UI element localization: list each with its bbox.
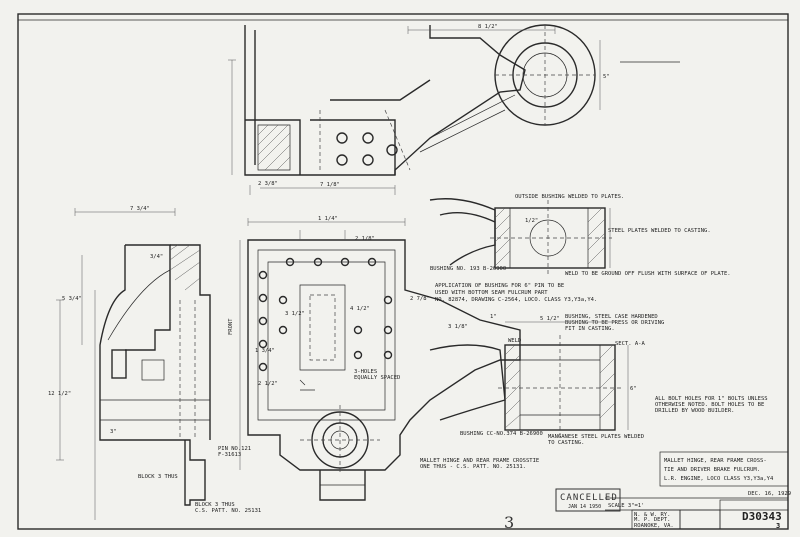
dim-side-lower: 3": [110, 429, 117, 435]
weld-label: WELD: [508, 338, 521, 344]
pin-note-1: PIN NO.121: [218, 446, 251, 452]
top-plan-view: 8 1/2" 7 1/8" 5": [228, 24, 680, 195]
company-line-3: ROANOKE, VA.: [634, 523, 674, 529]
title-line-1: MALLET HINGE, REAR FRAME CROSS-: [664, 458, 767, 464]
holes-note-1: 3-HOLES: [354, 369, 377, 375]
lower-section-view: WELD BUSHING, STEEL CASE HARDENED BUSHIN…: [420, 314, 768, 470]
title-line-2: TIE AND DRIVER BRAKE FULCRUM.: [664, 467, 760, 473]
dim-plan-right: 2 7/8": [410, 296, 430, 302]
note-application-2: USED WITH BOTTOM SEAM FULCRUM PART: [435, 290, 548, 296]
dim-misc-1: 2 3/8": [258, 181, 278, 187]
note-hardened-2: BUSHING TO BE PRESS OR DRIVING: [565, 320, 664, 326]
note-hardened-1: BUSHING, STEEL CASE HARDENED: [565, 314, 658, 320]
note-bolt-holes-1: ALL BOLT HOLES FOR 1" BOLTS UNLESS: [655, 396, 768, 402]
dim-plan-width: 1 1/4": [318, 216, 338, 222]
note-bolt-holes-3: DRILLED BY WOOD BUILDER.: [655, 408, 734, 414]
dim-inner-1: 3 1/2": [285, 311, 305, 317]
note-manganese-1: MANGANESE STEEL PLATES WELDED: [548, 434, 644, 440]
company-line-1: N. & W. RY.: [634, 512, 670, 518]
title-date: DEC. 16, 1929: [748, 491, 791, 497]
block-note-line2: C.S. PATT. NO. 25131: [195, 508, 261, 514]
dim-misc-2: 1 3/4": [255, 348, 275, 354]
company-line-2: M. P. DEPT.: [634, 517, 670, 523]
misc-dimensions: 2 3/8" 1 3/4" 3 1/8" 3/4" 1": [150, 181, 497, 354]
block-note-line1: BLOCK 3 THUS: [195, 502, 235, 508]
dim-misc-5: 1": [490, 314, 497, 320]
dim-top-width: 8 1/2": [478, 24, 498, 30]
dim-plan-top: 2 1/8": [355, 236, 375, 242]
note-bushing-no-b: BUSHING CC-NO.374 B-26900: [460, 431, 543, 437]
hinge-ref-2: ONE THUS - C.S. PATT. NO. 25131.: [420, 464, 526, 470]
holes-note-2: EQUALLY SPACED: [354, 375, 400, 381]
note-weld-ground: WELD TO BE GROUND OFF FLUSH WITH SURFACE…: [565, 271, 731, 277]
dim-side-height: 12 1/2": [48, 391, 71, 397]
dim-side-width: 7 3/4": [130, 206, 150, 212]
front-plan-view: FRONT 1 1: [218, 216, 521, 501]
note-hardened-3: FIT IN CASTING.: [565, 326, 615, 332]
scale-label: SCALE 3"=1': [608, 503, 644, 509]
pin-note-2: F-31613: [218, 452, 241, 458]
dim-top-base: 7 1/8": [320, 182, 340, 188]
handwritten-number: 3: [504, 513, 514, 532]
note-bolt-holes-2: OTHERWISE NOTED. BOLT HOLES TO BE: [655, 402, 764, 408]
dim-inner-2: 4 1/2": [350, 306, 370, 312]
drawing-number: D30343: [742, 510, 782, 523]
dim-plan-left: 2 1/2": [258, 381, 278, 387]
front-label: FRONT: [228, 318, 234, 335]
dim-section-width: 5 1/2": [540, 316, 560, 322]
title-line-3: L.R. ENGINE, LOCO CLASS Y3,Y3a,Y4: [664, 476, 774, 482]
dim-misc-4: 3/4": [150, 254, 163, 260]
title-block: MALLET HINGE, REAR FRAME CROSS- TIE AND …: [605, 451, 791, 530]
sheet-number: 3: [776, 522, 780, 530]
stamp-label: CANCELLED: [560, 493, 618, 503]
note-application-3: NO. 82874, DRAWING C-2564, LOCO. CLASS Y…: [435, 297, 597, 303]
hinge-ref-1: MALLET HINGE AND REAR FRAME CROSSTIE: [420, 458, 539, 464]
dim-section-height: 6": [630, 386, 637, 392]
dim-bushing-inner: 1/2": [525, 218, 538, 224]
bolt-holes: [258, 257, 393, 372]
dim-side-upper: 5 3/4": [62, 296, 82, 302]
stamp-date: JAN 14 1950: [568, 504, 601, 510]
section-aa-label: SECT. A-A: [615, 341, 645, 347]
drawing-border: [17, 13, 789, 530]
side-elevation-view: 7 3/4" 12 1/2" 5 3/4" 3" BLOCK 3 THUS BL…: [48, 206, 261, 520]
note-manganese-2: TO CASTING.: [548, 440, 584, 446]
bushing-section-detail: OUTSIDE BUSHING WELDED TO PLATES. STEEL …: [429, 194, 731, 303]
note-bushing-welded: OUTSIDE BUSHING WELDED TO PLATES.: [515, 194, 624, 200]
dim-misc-3: 3 1/8": [448, 324, 468, 330]
note-steel-plates: STEEL PLATES WELDED TO CASTING.: [608, 228, 711, 234]
dim-boss-height: 5": [603, 74, 610, 80]
block-note-1: BLOCK 3 THUS: [138, 474, 178, 480]
note-bushing-no-a: BUSHING NO. 193 B-26900: [430, 266, 506, 272]
note-application-1: APPLICATION OF BUSHING FOR 6" PIN TO BE: [435, 283, 564, 289]
cancelled-stamp: CANCELLED JAN 14 1950: [555, 488, 621, 512]
